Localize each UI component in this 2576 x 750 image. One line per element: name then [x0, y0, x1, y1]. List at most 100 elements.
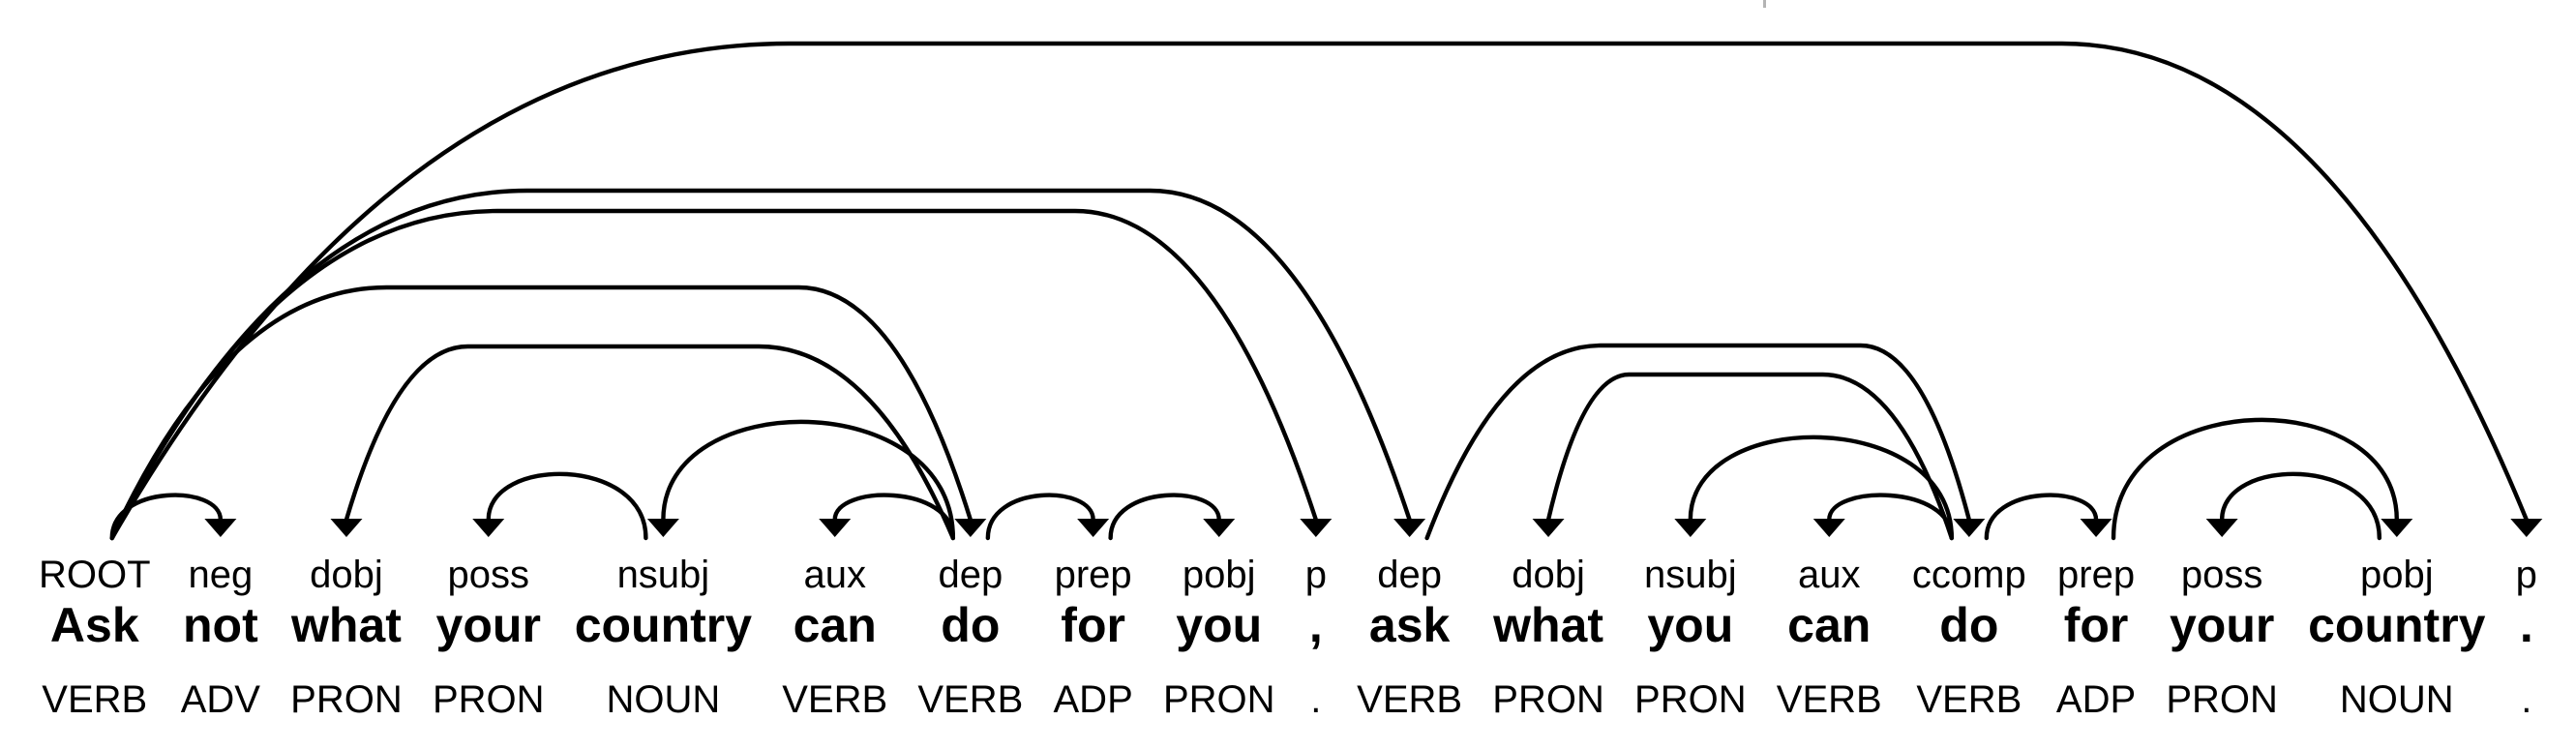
- pos-tag: ADP: [1053, 678, 1133, 721]
- pos-tag: PRON: [1162, 678, 1275, 721]
- dependency-label: pobj: [2359, 554, 2434, 596]
- arrowhead-icon: [1393, 519, 1426, 537]
- pos-tag: PRON: [290, 678, 403, 721]
- arrowhead-icon: [472, 519, 505, 537]
- dependency-label: p: [1304, 554, 1327, 596]
- dependency-arc-poss: [486, 471, 648, 541]
- token-word: country: [574, 598, 753, 652]
- token-word: ask: [1368, 598, 1451, 652]
- token-word: do: [941, 598, 1001, 652]
- pos-tag: PRON: [432, 678, 545, 721]
- dependency-arc-dep: [109, 188, 1412, 541]
- token-word: for: [2063, 598, 2129, 652]
- pos-tag: VERB: [782, 678, 888, 721]
- pos-tag: PRON: [2166, 678, 2278, 721]
- pos-tag: VERB: [1776, 678, 1882, 721]
- dependency-arc-dobj: [344, 344, 956, 541]
- dependency-arc-dep: [109, 285, 973, 541]
- token-word: country: [2308, 598, 2486, 652]
- dependency-arc-poss: [2219, 471, 2381, 541]
- pos-tag: VERB: [917, 678, 1024, 721]
- arrowhead-icon: [1674, 519, 1707, 537]
- artifact-tick: [1763, 0, 1766, 8]
- dependency-arc-p: [109, 208, 1319, 541]
- dependency-label: dobj: [1512, 554, 1585, 596]
- pos-tag: PRON: [1492, 678, 1604, 721]
- token-word: can: [793, 598, 877, 652]
- dependency-arc-prep: [1984, 493, 2099, 541]
- pos-tag: VERB: [1916, 678, 2022, 721]
- token-word: your: [435, 598, 541, 652]
- token-word: not: [182, 598, 258, 652]
- pos-tag: VERB: [42, 678, 148, 721]
- dependency-label: aux: [1798, 554, 1861, 596]
- token-word: Ask: [49, 598, 139, 652]
- pos-tag: ADV: [180, 678, 260, 721]
- dependency-label: ROOT: [39, 554, 151, 596]
- arrowhead-icon: [2510, 519, 2543, 537]
- dependency-label: nsubj: [616, 554, 710, 596]
- token-word: you: [1176, 598, 1263, 652]
- token-word: .: [2519, 598, 2533, 652]
- dependency-label: nsubj: [1644, 554, 1737, 596]
- dependency-label: aux: [803, 554, 866, 596]
- dependency-arc-aux: [832, 493, 956, 541]
- dependency-arc-p: [109, 41, 2529, 541]
- arrowhead-icon: [1203, 519, 1236, 537]
- arrowhead-icon: [646, 519, 679, 537]
- token: p..: [2516, 552, 2537, 722]
- token-word: for: [1061, 598, 1125, 652]
- dependency-label: prep: [1054, 554, 1132, 596]
- dependency-arc-ccomp: [1424, 343, 1972, 541]
- dependency-label: dep: [938, 554, 1003, 596]
- token-word: what: [1493, 598, 1603, 652]
- token-word: ,: [1308, 598, 1323, 652]
- dependency-arc-pobj: [1108, 493, 1221, 541]
- arrowhead-icon: [954, 519, 987, 537]
- dependency-arc-nsubj: [1688, 435, 1955, 541]
- pos-tag: NOUN: [2339, 678, 2454, 721]
- arrowhead-icon: [2205, 519, 2238, 537]
- dependency-arc-prep: [985, 493, 1095, 541]
- dependency-arc-pobj: [2111, 417, 2399, 541]
- pos-tag: ADP: [2055, 678, 2137, 721]
- token-word: can: [1787, 598, 1872, 652]
- arrowhead-icon: [2080, 519, 2112, 537]
- dependency-label: ccomp: [1911, 554, 2026, 596]
- dependency-label: p: [2515, 554, 2537, 596]
- pos-tag: .: [1310, 678, 1322, 721]
- arrowhead-icon: [1077, 519, 1110, 537]
- arrowhead-icon: [819, 519, 852, 537]
- arrowhead-icon: [1300, 519, 1333, 537]
- dependency-label: poss: [447, 554, 529, 596]
- arrowhead-icon: [1953, 519, 1986, 537]
- dependency-arc-neg: [109, 493, 224, 541]
- dependency-label: prep: [2057, 554, 2136, 596]
- dependency-label: dep: [1377, 554, 1442, 596]
- arrowhead-icon: [204, 519, 237, 537]
- token-word: what: [291, 598, 402, 652]
- pos-tag: PRON: [1634, 678, 1747, 721]
- dependency-label: pobj: [1182, 554, 1256, 596]
- arrowhead-icon: [330, 519, 363, 537]
- pos-tag: VERB: [1357, 678, 1463, 721]
- dependency-label: neg: [188, 554, 254, 596]
